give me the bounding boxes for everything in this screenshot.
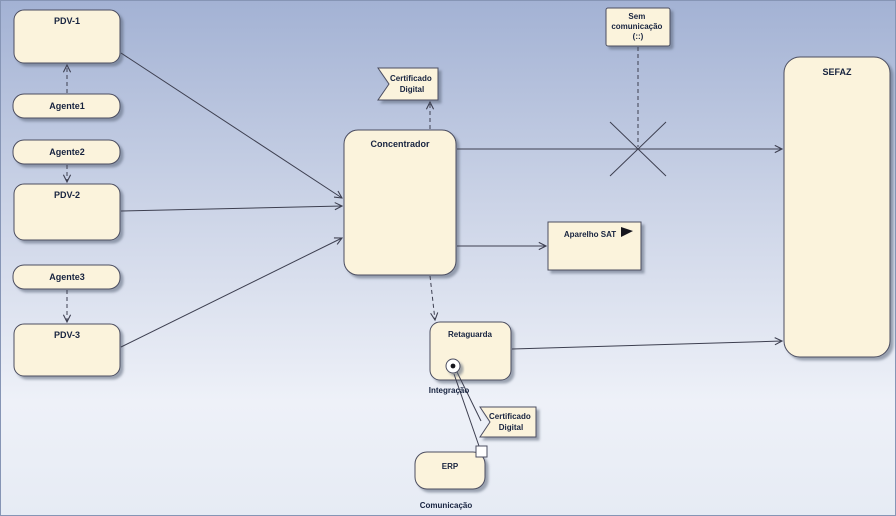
erp-label: ERP — [442, 462, 459, 471]
agente3-label: Agente3 — [49, 272, 85, 282]
sefaz-label: SEFAZ — [822, 67, 852, 77]
certificado-bottom-label: Certificado Digital — [489, 412, 533, 432]
pdv2-label: PDV-2 — [54, 190, 80, 200]
agente3-shape[interactable] — [12, 264, 121, 290]
comunicacao-label: Comunicação — [420, 501, 473, 510]
agente2-label: Agente2 — [49, 147, 85, 157]
node-certificado-digital-bottom[interactable]: Certificado Digital — [479, 406, 537, 438]
certificate-ribbon-icon[interactable] — [377, 67, 439, 101]
sat-flag-icon — [621, 227, 633, 237]
concentrador-label: Concentrador — [370, 139, 430, 149]
edge-pdv3-to-concentrador — [120, 238, 342, 348]
interface-integracao-icon[interactable] — [445, 358, 461, 374]
agente2-shape[interactable] — [12, 139, 121, 165]
pdv3-shape[interactable] — [13, 323, 121, 377]
certificate-ribbon-icon[interactable] — [479, 406, 537, 438]
no-communication-cross — [609, 121, 667, 177]
edge-integracao-to-certificado — [456, 371, 482, 422]
node-agente1[interactable]: Agente1 — [12, 93, 121, 119]
integracao-label: Integração — [429, 386, 470, 395]
node-erp[interactable]: ERP — [414, 451, 486, 490]
aparelho-sat-label: Aparelho SAT — [564, 230, 616, 239]
node-pdv3[interactable]: PDV-3 — [13, 323, 121, 377]
edge-pdv1-to-concentrador — [120, 52, 342, 198]
note-sem-comunicacao[interactable]: Sem comunicação (::) — [605, 7, 671, 47]
node-concentrador[interactable]: Concentrador — [343, 129, 457, 276]
concentrador-shape[interactable] — [343, 129, 457, 276]
node-retaguarda[interactable]: Retaguarda — [429, 321, 512, 381]
aparelho-sat-shape[interactable] — [547, 221, 642, 271]
erp-port-square[interactable] — [475, 445, 488, 458]
pdv1-shape[interactable] — [13, 9, 121, 64]
node-pdv2[interactable]: PDV-2 — [13, 183, 121, 241]
node-aparelho-sat[interactable]: Aparelho SAT — [547, 221, 642, 271]
edge-retaguarda-to-sefaz — [511, 341, 782, 350]
pdv3-label: PDV-3 — [54, 330, 80, 340]
node-sefaz[interactable]: SEFAZ — [783, 56, 891, 358]
node-agente2[interactable]: Agente2 — [12, 139, 121, 165]
node-agente3[interactable]: Agente3 — [12, 264, 121, 290]
certificado-top-label: Certificado Digital — [390, 74, 434, 94]
agente1-shape[interactable] — [12, 93, 121, 119]
sem-comunicacao-label: Sem comunicação (::) — [611, 12, 664, 41]
edge-concentrador-to-retaguarda — [429, 275, 435, 320]
agente1-label: Agente1 — [49, 101, 85, 111]
erp-shape[interactable] — [414, 451, 486, 490]
node-pdv1[interactable]: PDV-1 — [13, 9, 121, 64]
pdv2-shape[interactable] — [13, 183, 121, 241]
edge-integracao-to-erp — [453, 373, 480, 447]
sem-comunicacao-shape[interactable] — [605, 7, 671, 47]
node-certificado-digital-top[interactable]: Certificado Digital — [377, 67, 439, 101]
retaguarda-label: Retaguarda — [448, 330, 493, 339]
pdv1-label: PDV-1 — [54, 16, 80, 26]
sefaz-shape[interactable] — [783, 56, 891, 358]
edge-pdv2-to-concentrador — [120, 206, 342, 212]
